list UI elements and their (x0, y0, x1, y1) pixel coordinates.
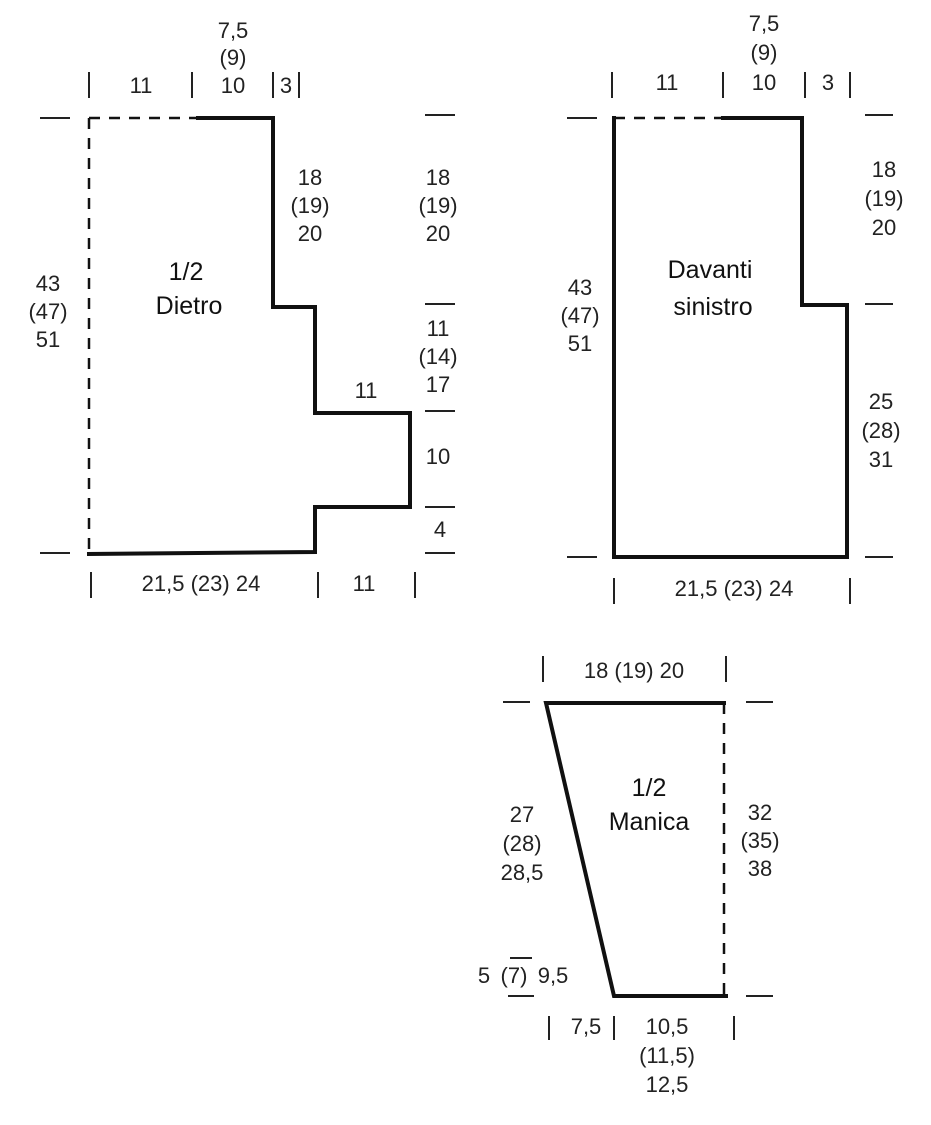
sleeve-cuff-step-post: 9,5 (538, 963, 569, 988)
front-side-value-3: 31 (869, 447, 893, 472)
front-armhole-value-1: 18 (872, 157, 896, 182)
front-armhole-value-2: (19) (864, 186, 903, 211)
sleeve-title-line-1: 1/2 (632, 774, 667, 802)
front-outline (612, 116, 849, 559)
back-piece: 11 7,5 (9) 10 3 43 (47) 51 1/2 Dietro 18… (28, 18, 458, 598)
sleeve-left-value-3: 28,5 (501, 860, 544, 885)
back-shoulder-value: 3 (280, 73, 292, 98)
front-shoulder-value: 3 (822, 70, 834, 95)
back-neck-value-3: 10 (221, 73, 245, 98)
back-bottom-step-value: 4 (434, 517, 446, 542)
front-neck-value-2: (9) (751, 40, 778, 65)
back-height-value-3: 51 (36, 327, 60, 352)
front-neck-value-1: 7,5 (749, 11, 780, 36)
front-side-value-1: 25 (869, 389, 893, 414)
sleeve-title-line-2: Manica (609, 808, 690, 836)
sleeve-right-value-1: 32 (748, 800, 772, 825)
back-bottom-tab-width-value: 11 (353, 571, 376, 596)
back-height-value-1: 43 (36, 271, 60, 296)
front-height-value-3: 51 (568, 331, 592, 356)
sleeve-bottom-value-2: (11,5) (639, 1043, 695, 1068)
sleeve-left-value-1: 27 (510, 802, 534, 827)
back-side-value-3: 17 (426, 372, 450, 397)
back-bottom-width-value: 21,5 (23) 24 (142, 571, 261, 596)
front-side-value-2: (28) (861, 418, 900, 443)
back-outline (86, 116, 412, 557)
sleeve-left-value-2: (28) (502, 831, 541, 856)
front-top-left-width: 11 (656, 70, 679, 95)
front-piece: 11 7,5 (9) 10 3 43 (47) 51 Davanti sinis… (560, 11, 904, 604)
back-armhole-value-3: 20 (298, 221, 322, 246)
sleeve-bottom-value-3: 12,5 (646, 1072, 689, 1097)
front-bottom-width-value: 21,5 (23) 24 (675, 576, 794, 601)
back-tab-width-value: 11 (355, 378, 378, 403)
back-right-armhole-value-3: 20 (426, 221, 450, 246)
back-title-line-1: 1/2 (169, 258, 204, 286)
sleeve-right-value-2: (35) (740, 828, 779, 853)
sleeve-outline (543, 701, 728, 998)
sleeve-bottom-left-value: 7,5 (571, 1014, 602, 1039)
back-neck-value-2: (9) (220, 45, 247, 70)
front-height-value-1: 43 (568, 275, 592, 300)
sleeve-cuff-step-mid: (7) (501, 963, 528, 988)
back-side-value-1: 11 (427, 316, 450, 341)
front-title-line-1: Davanti (668, 256, 753, 284)
sleeve-piece: 18 (19) 20 1/2 Manica 27 (28) 28,5 32 (3… (478, 656, 780, 1097)
sleeve-top-width-value: 18 (19) 20 (584, 658, 684, 683)
front-armhole-value-3: 20 (872, 215, 896, 240)
back-tab-height-value: 10 (426, 444, 450, 469)
back-top-left-width: 11 (130, 73, 153, 98)
back-neck-value-1: 7,5 (218, 18, 249, 43)
back-right-armhole-value-2: (19) (418, 193, 457, 218)
sleeve-bottom-value-1: 10,5 (646, 1014, 689, 1039)
back-side-value-2: (14) (418, 344, 457, 369)
back-height-value-2: (47) (28, 299, 67, 324)
front-height-value-2: (47) (560, 303, 599, 328)
front-neck-value-3: 10 (752, 70, 776, 95)
front-title-line-2: sinistro (673, 293, 752, 321)
back-armhole-value-1: 18 (298, 165, 322, 190)
back-armhole-value-2: (19) (290, 193, 329, 218)
back-title-line-2: Dietro (156, 292, 223, 320)
back-right-armhole-value-1: 18 (426, 165, 450, 190)
sleeve-right-value-3: 38 (748, 856, 772, 881)
sleeve-cuff-step-pre: 5 (478, 963, 490, 988)
